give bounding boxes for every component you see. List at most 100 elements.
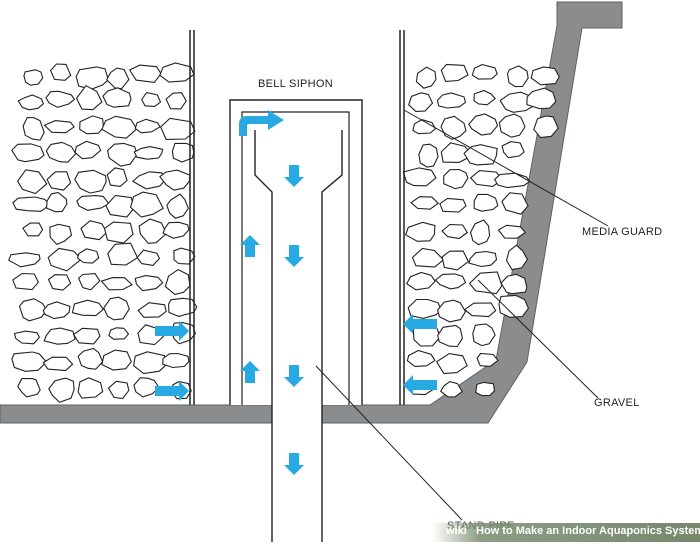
gravel-stone [47,247,83,272]
flow-arrow-left [403,375,437,395]
gravel-stone [71,299,104,317]
gravel-stone [133,377,160,398]
gravel-stone [131,171,166,190]
media-guard-right [399,30,405,405]
gravel-stone [106,67,130,90]
gravel-stone [404,221,436,242]
gravel-stone [133,351,167,375]
gravel-stone [436,92,467,109]
flow-arrows [155,110,437,475]
gravel-stone [133,146,164,160]
gravel-stone [443,168,469,190]
gravel-stone [101,349,132,371]
gravel-stone [436,299,467,323]
gravel-stone [77,377,104,399]
gravel-stone [162,352,190,369]
media-guard-left [189,30,195,405]
gravel-stone [162,221,190,239]
gravel-stone [49,63,72,81]
gravel-stone [437,324,463,348]
gravel-stone [473,89,497,106]
gravel-stone [500,273,528,295]
gravel-stone [159,62,195,83]
gravel-stone [439,381,463,398]
gravel-stone [134,118,161,134]
gravel-stone [42,301,71,320]
flow-arrow-down [284,365,304,387]
gravel-stone [141,91,162,107]
gravel-stone [472,323,496,347]
media-guard-leader [403,109,609,227]
gravel-stone [441,250,470,271]
gravel-stone [405,271,436,291]
gravel-stone [49,223,73,246]
gravel-stone [76,248,100,264]
gravel-stone [168,297,198,317]
gravel-stone [499,91,535,113]
stand-pipe-leader [315,365,463,521]
gravel-stone [159,169,191,191]
gravel-stone [74,140,102,160]
gravel-stone [475,381,496,397]
gravel-stone [12,272,40,291]
gravel-stone [468,271,503,295]
gravel-stone [48,377,75,403]
gravel-stone [402,167,437,187]
watermark-bar: wiki How to Make an Indoor Aquaponics Sy… [432,523,700,542]
gravel-stone [440,142,474,163]
gravel-stone [138,218,168,244]
gravel-stone [407,298,442,319]
flow-arrow-right [155,381,189,401]
gravel-stone [75,84,103,111]
gravel-stone [108,327,130,340]
gravel-stone [471,64,498,80]
gravel-stone [173,247,196,265]
gravel-stone [501,141,525,159]
watermark-text: How to Make an Indoor Aquaponics System [476,525,700,537]
gravel-stone [103,296,130,321]
watermark-logo: wiki [446,525,467,537]
gravel-stone [46,171,72,191]
gravel-stone [501,192,529,215]
gravel-stone [106,142,138,167]
gravel-stone [16,169,48,195]
gravel-stone [505,244,529,271]
gravel-stone [45,90,76,108]
gravel-stone [8,252,41,268]
gravel-stone [11,143,45,163]
bell-inner-wall [241,111,350,405]
gravel-left [8,62,198,403]
gravel-stone [526,87,557,110]
gravel-stone [440,63,469,82]
gravel-stone [434,273,467,290]
gravel-stone [137,302,167,318]
gravel-stone [411,247,445,268]
gravel-stone [42,356,74,372]
gravel-stone [439,197,467,213]
gravel-stone [43,120,75,134]
gravel-stone [440,115,467,140]
flow-arrow-down [284,453,304,475]
gravel-stone [107,242,139,266]
stand-pipe [254,130,343,542]
gravel-stone [441,223,469,240]
gravel-stone [129,191,164,218]
gravel-stone [22,222,44,237]
gravel-label: GRAVEL [594,397,640,409]
gravel-stone [76,195,110,211]
gravel-stone [530,66,560,86]
gravel-stone [166,193,189,219]
flow-arrow-up [240,361,260,383]
gravel-stone [463,302,497,318]
gravel-stone [45,141,77,163]
gravel-stone [164,268,191,295]
gravel-stone [22,116,45,141]
gravel-stone [473,193,499,212]
gravel-stone [105,194,135,218]
gravel-stone [469,170,504,187]
gravel-stone [412,119,437,135]
gravel-stone [469,219,491,246]
flow-arrow-right [155,321,189,341]
